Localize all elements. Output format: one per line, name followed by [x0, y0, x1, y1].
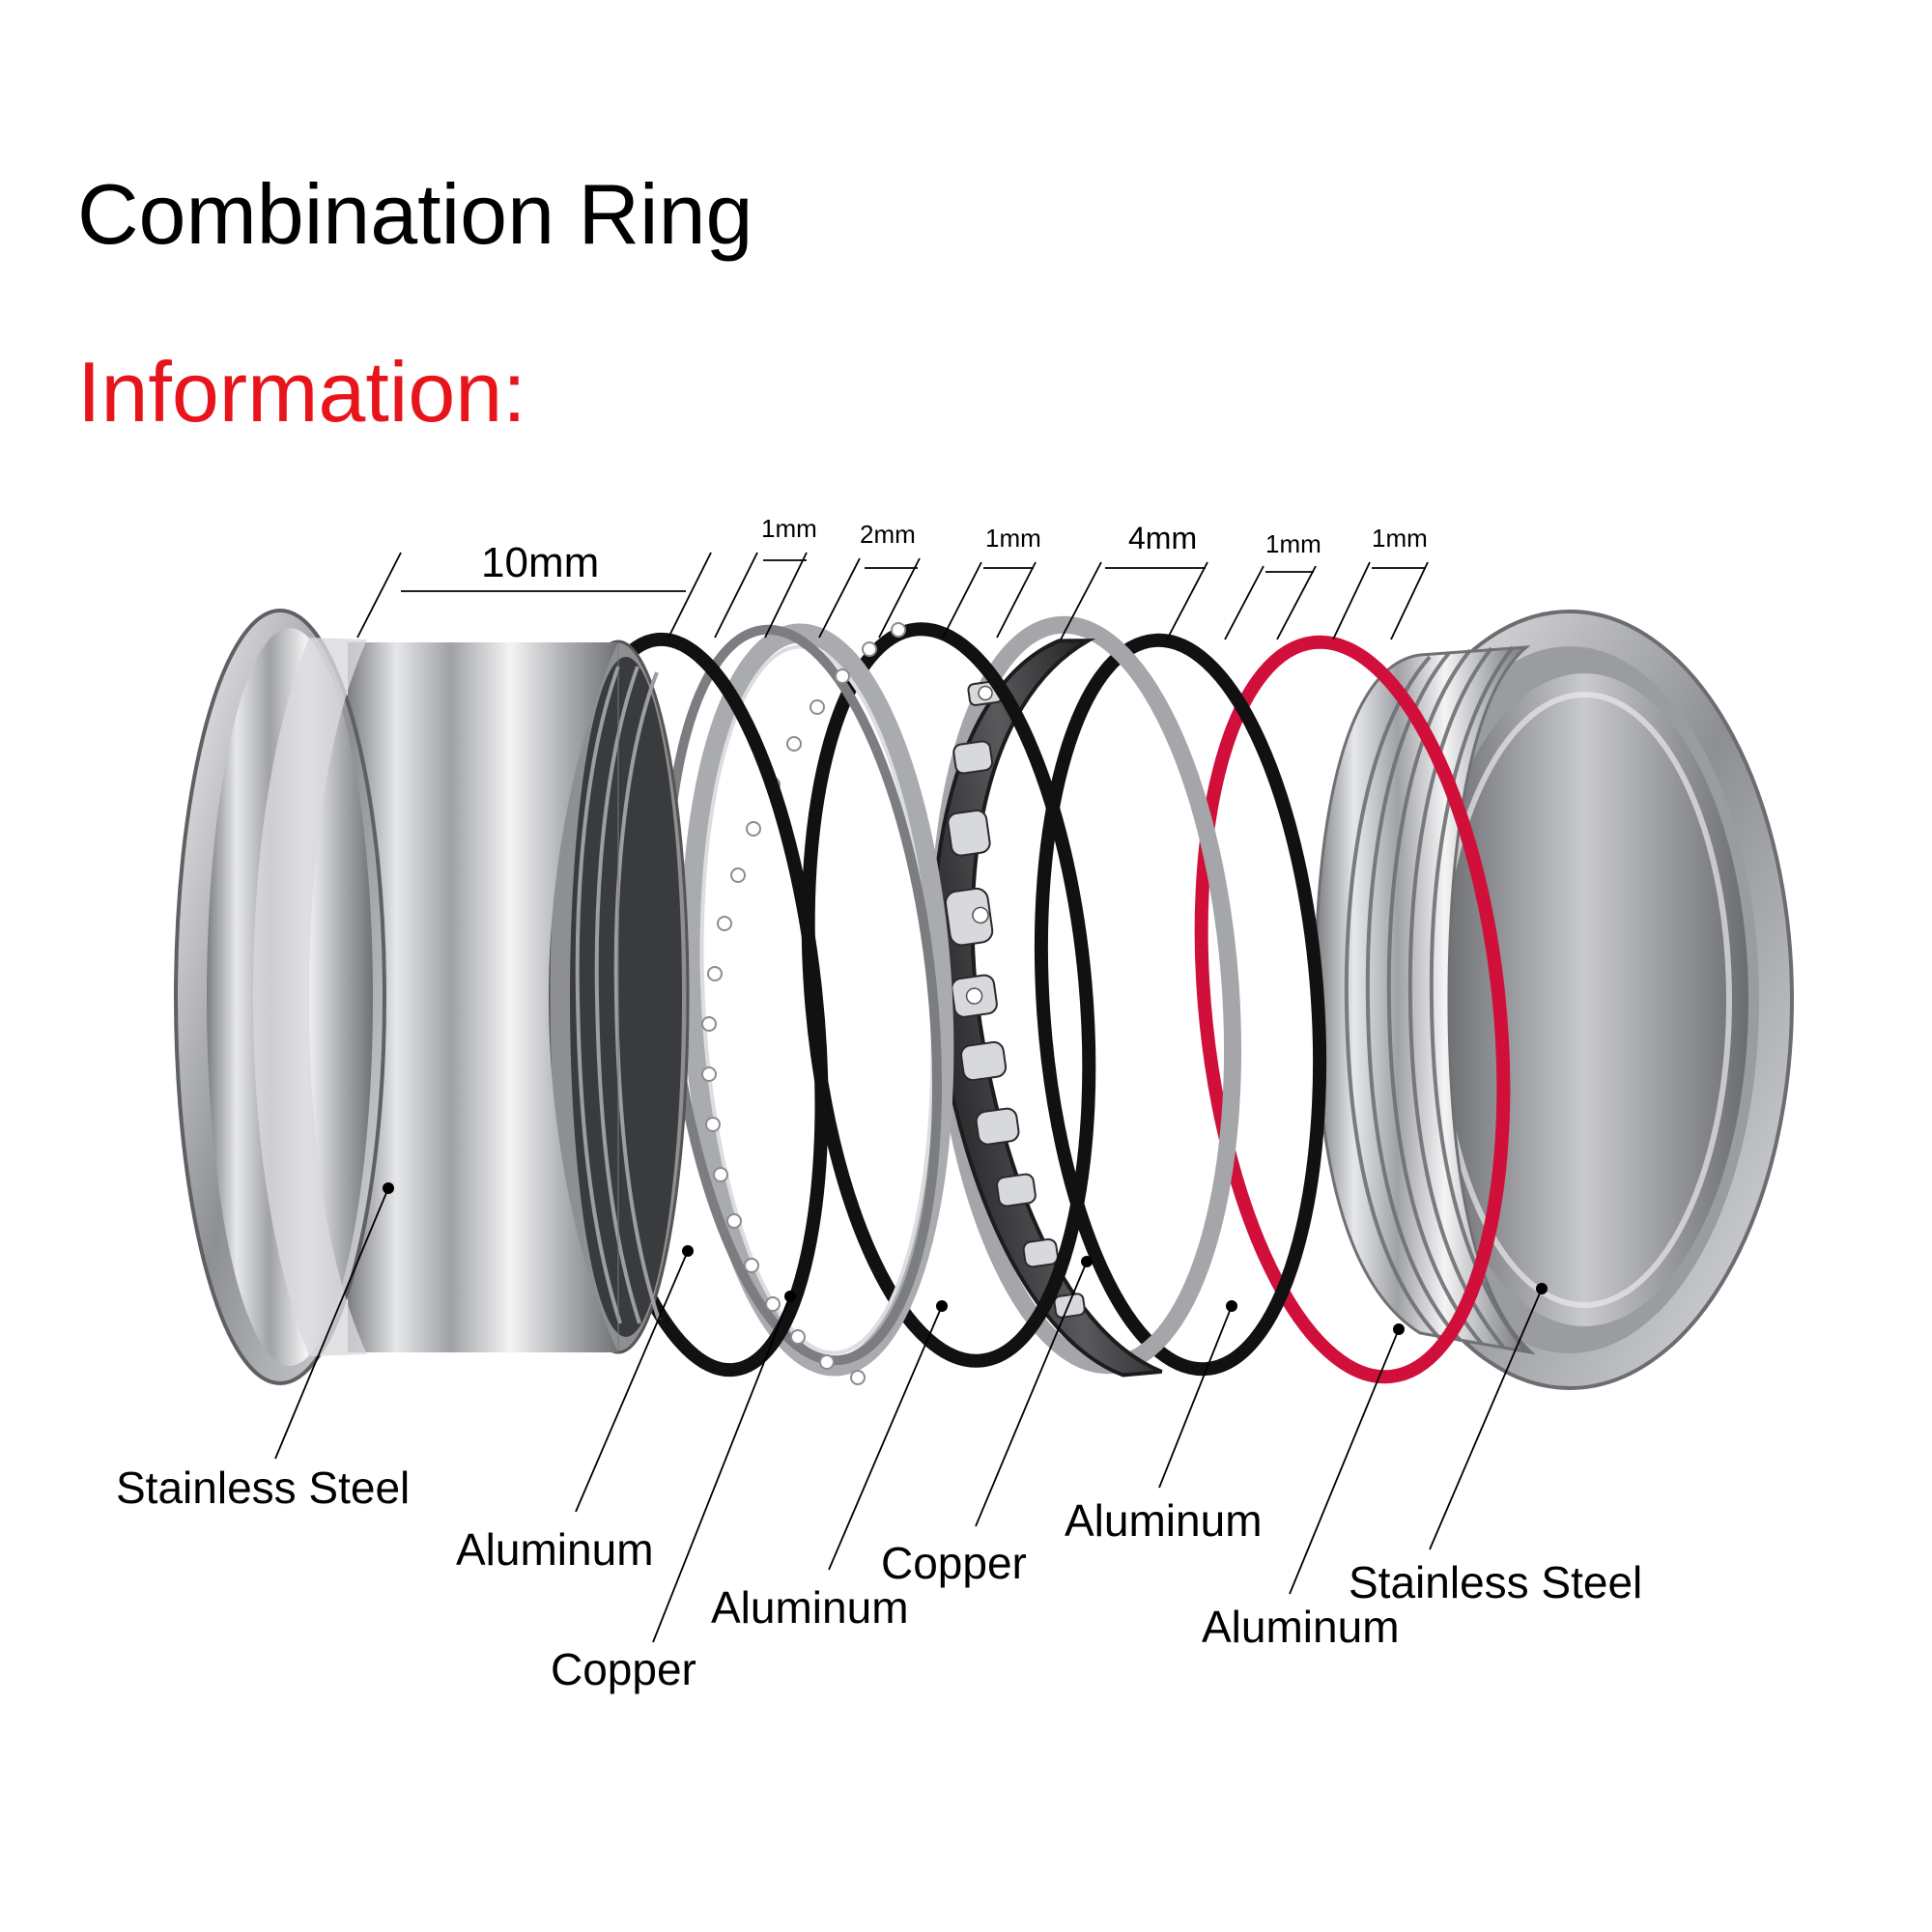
callout-layer-5: Copper	[881, 1256, 1093, 1588]
callout-label-layer-2: Aluminum	[456, 1524, 654, 1575]
ring-copper-patterned	[931, 639, 1163, 1378]
callout-label-layer-1: Stainless Steel	[116, 1463, 410, 1513]
ring-layers	[174, 609, 1794, 1390]
dimension-1mm-a: 1mm	[714, 514, 817, 639]
dimension-1mm-b: 1mm	[942, 524, 1041, 639]
dimension-label-1mm-d: 1mm	[1372, 524, 1428, 553]
dimension-label-1mm-c: 1mm	[1265, 529, 1321, 558]
dimension-1mm-d: 1mm	[1332, 524, 1429, 640]
dimension-1mm-c: 1mm	[1224, 529, 1321, 640]
dimension-label-2mm: 2mm	[860, 520, 916, 549]
callout-layer-3: Copper	[551, 1291, 796, 1694]
dimension-label-1mm-b: 1mm	[985, 524, 1041, 553]
callout-label-layer-8: Stainless Steel	[1349, 1557, 1642, 1607]
dimension-annotations: 10mm 1mm 2mm 1mm	[356, 514, 1429, 640]
ring-grooved-sleeve	[1314, 645, 1536, 1355]
dimension-label-1mm-a: 1mm	[761, 514, 817, 543]
callout-label-layer-5: Copper	[881, 1538, 1027, 1588]
callout-label-layer-3: Copper	[551, 1644, 696, 1694]
ring-aluminum-red	[1194, 635, 1511, 1384]
callout-label-layer-6: Aluminum	[1065, 1495, 1263, 1546]
page-subtitle: Information:	[77, 344, 526, 440]
dimension-4mm: 4mm	[1060, 521, 1208, 640]
callout-layer-6: Aluminum	[1065, 1300, 1263, 1546]
page-title: Combination Ring	[77, 166, 753, 262]
callout-layer-2: Aluminum	[456, 1245, 694, 1575]
callout-label-layer-4: Aluminum	[711, 1582, 909, 1633]
dimension-10mm: 10mm	[356, 539, 712, 639]
callout-label-layer-7: Aluminum	[1202, 1602, 1400, 1652]
callout-layer-7: Aluminum	[1202, 1323, 1405, 1652]
callout-layer-8: Stainless Steel	[1349, 1283, 1642, 1607]
material-callouts: Stainless Steel Aluminum Copper Aluminum	[116, 1182, 1642, 1694]
callout-layer-4: Aluminum	[711, 1300, 948, 1633]
callout-layer-1: Stainless Steel	[116, 1182, 410, 1513]
dimension-label-4mm: 4mm	[1128, 521, 1197, 555]
dimension-label-10mm: 10mm	[481, 539, 599, 586]
dimension-2mm: 2mm	[818, 520, 921, 639]
ring-stainless-steel-left	[174, 609, 690, 1385]
